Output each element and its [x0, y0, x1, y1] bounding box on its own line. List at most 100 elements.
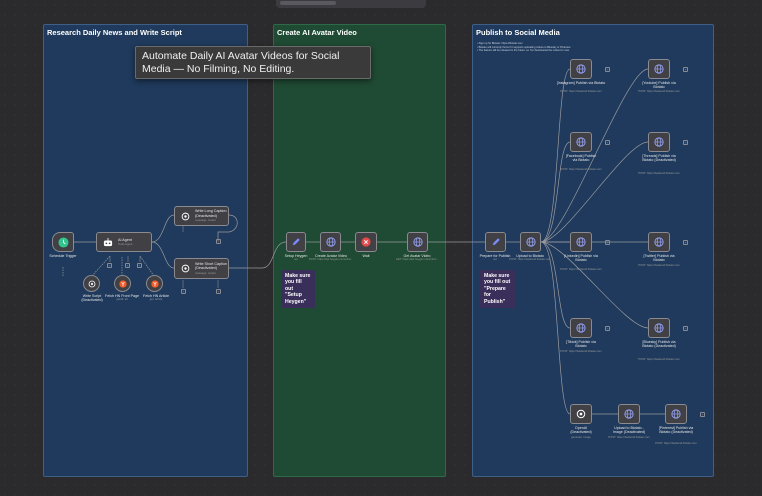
fetch-hn-front-page-node[interactable]: [114, 275, 131, 292]
section-title: Research Daily News and Write Script: [47, 28, 182, 37]
add-node-button[interactable]: +: [605, 326, 610, 331]
sticky-note-setup-heygen[interactable]: Make sure you fill out "Setup Heygen": [281, 270, 315, 308]
setup-heygen-node[interactable]: [286, 232, 306, 252]
openai-node[interactable]: [570, 404, 592, 424]
prepare-for-publish-node[interactable]: [485, 232, 506, 252]
add-memory-button[interactable]: +: [125, 263, 130, 268]
node-label: Setup Heygen: [284, 254, 308, 258]
fetch-hn-article-node[interactable]: [146, 275, 163, 292]
youtube-publish-node[interactable]: [648, 59, 670, 79]
globe-icon: [654, 237, 664, 247]
globe-icon: [325, 237, 336, 247]
section-title: Create AI Avatar Video: [277, 28, 357, 37]
node-subtitle: POST: https://backend.blotato.com: [638, 358, 680, 361]
node-label: [Pinterest] Publish via Blotato (Deactiv…: [658, 426, 694, 435]
globe-icon: [576, 237, 586, 247]
add-node-button[interactable]: +: [605, 140, 610, 145]
instagram-publish-node[interactable]: [570, 59, 592, 79]
add-model-button[interactable]: +: [216, 239, 221, 244]
add-node-button[interactable]: +: [605, 67, 610, 72]
node-label: OpenAI (Deactivated): [570, 426, 592, 435]
node-label: Wait: [362, 254, 370, 258]
write-script-node[interactable]: [83, 275, 100, 292]
node-label: Get Avatar Video: [403, 254, 431, 258]
node-subtitle: set: [493, 258, 497, 261]
openai-icon: [181, 212, 190, 221]
publish-notes: • Sign up for Blotato: https://blotato.c…: [477, 42, 571, 53]
node-subtitle: Tools Agent: [118, 242, 133, 246]
linkedin-publish-node[interactable]: [570, 232, 592, 252]
pause-icon: [361, 237, 371, 247]
note-line: • Sign up for Blotato: https://blotato.c…: [477, 42, 523, 45]
threads-publish-node[interactable]: [648, 132, 670, 152]
hacker-news-icon: [118, 279, 127, 288]
add-model-button[interactable]: +: [181, 289, 186, 294]
robot-icon: [103, 237, 113, 247]
pinterest-publish-node[interactable]: [665, 404, 687, 424]
add-node-button[interactable]: +: [683, 140, 688, 145]
node-subtitle: POST: https://backend.blotato.com: [560, 90, 602, 93]
top-toolbar[interactable]: [276, 0, 426, 8]
node-subtitle: set: [294, 258, 298, 261]
add-node-button[interactable]: +: [700, 412, 705, 417]
globe-icon: [525, 237, 536, 247]
node-label: [Youtube] Publish via Blotato: [642, 81, 676, 90]
node-label: Fetch HN Article: [143, 294, 169, 298]
add-node-button[interactable]: +: [683, 240, 688, 245]
pencil-icon: [491, 237, 501, 247]
get-avatar-video-node[interactable]: [407, 232, 428, 252]
tooltip: Automate Daily AI Avatar Videos for Soci…: [135, 46, 371, 79]
node-subtitle: generate: image: [571, 436, 591, 439]
node-label: [Linkedin] Publish via Blotato: [564, 254, 598, 263]
section-title: Publish to Social Media: [476, 28, 560, 37]
node-subtitle: POST: https://backend.blotato.com: [560, 268, 602, 271]
node-title: AI Agent: [118, 237, 132, 242]
node-label: Upload to Blotato: [516, 254, 544, 258]
write-short-caption-node[interactable]: Write Short Caption (Deactivated) messag…: [174, 258, 229, 279]
twitter-publish-node[interactable]: [648, 232, 670, 252]
sticky-note-prepare-for-publish[interactable]: Make sure you fill out "Prepare for Publ…: [480, 270, 516, 308]
wait-node[interactable]: [355, 232, 377, 252]
node-subtitle: POST: https://backend.blotato.com: [509, 258, 551, 261]
node-subtitle: message: model: [195, 218, 216, 223]
upload-image-node[interactable]: [618, 404, 640, 424]
add-node-button[interactable]: +: [683, 326, 688, 331]
toolbar-handle[interactable]: [280, 1, 336, 5]
node-subtitle: POST: https://backend.blotato.com: [638, 264, 680, 267]
node-subtitle: POST: https://api.heygen.com/v2/vi...: [308, 258, 354, 261]
node-label: [Facebook] Publish via Blotato: [565, 154, 597, 163]
node-subtitle: GET: https://api.heygen.com/v1/vi...: [395, 258, 439, 261]
globe-icon: [624, 409, 634, 419]
ai-agent-node[interactable]: AI Agent Tools Agent: [96, 232, 152, 252]
globe-icon: [576, 323, 586, 333]
add-tool-button[interactable]: +: [216, 289, 221, 294]
node-subtitle: getAll: all: [116, 298, 128, 301]
bluesky-publish-node[interactable]: [648, 318, 670, 338]
write-long-caption-node[interactable]: Write Long Caption (Deactivated) message…: [174, 206, 229, 226]
node-subtitle: POST: https://backend.blotato.com: [608, 436, 650, 439]
section-publish[interactable]: Publish to Social Media: [472, 24, 714, 477]
node-subtitle: POST: https://backend.blotato.com: [638, 172, 680, 175]
node-subtitle: POST: https://backend.blotato.com: [560, 168, 602, 171]
add-model-button[interactable]: +: [107, 263, 112, 268]
schedule-trigger-node[interactable]: [52, 232, 74, 252]
node-title: Write Short Caption (Deactivated): [195, 261, 228, 271]
node-label: [Tiktok] Publish via Blotato: [566, 340, 596, 349]
add-node-button[interactable]: +: [683, 67, 688, 72]
create-avatar-video-node[interactable]: [320, 232, 341, 252]
add-tool-button[interactable]: +: [137, 263, 142, 268]
tiktok-publish-node[interactable]: [570, 318, 592, 338]
upload-to-blotato-node[interactable]: [520, 232, 541, 252]
add-node-button[interactable]: +: [605, 240, 610, 245]
node-label: [Twitter] Publish via Blotato: [643, 254, 675, 263]
openai-icon: [576, 409, 586, 419]
node-subtitle: get: article: [149, 298, 163, 301]
note-line: • The feature will be released in the fu…: [477, 49, 570, 53]
node-subtitle: message: model: [195, 270, 216, 275]
facebook-publish-node[interactable]: [570, 132, 592, 152]
clock-icon: [57, 236, 69, 248]
globe-icon: [654, 323, 664, 333]
openai-icon: [181, 264, 190, 273]
node-subtitle: POST: https://backend.blotato.com: [638, 90, 680, 93]
